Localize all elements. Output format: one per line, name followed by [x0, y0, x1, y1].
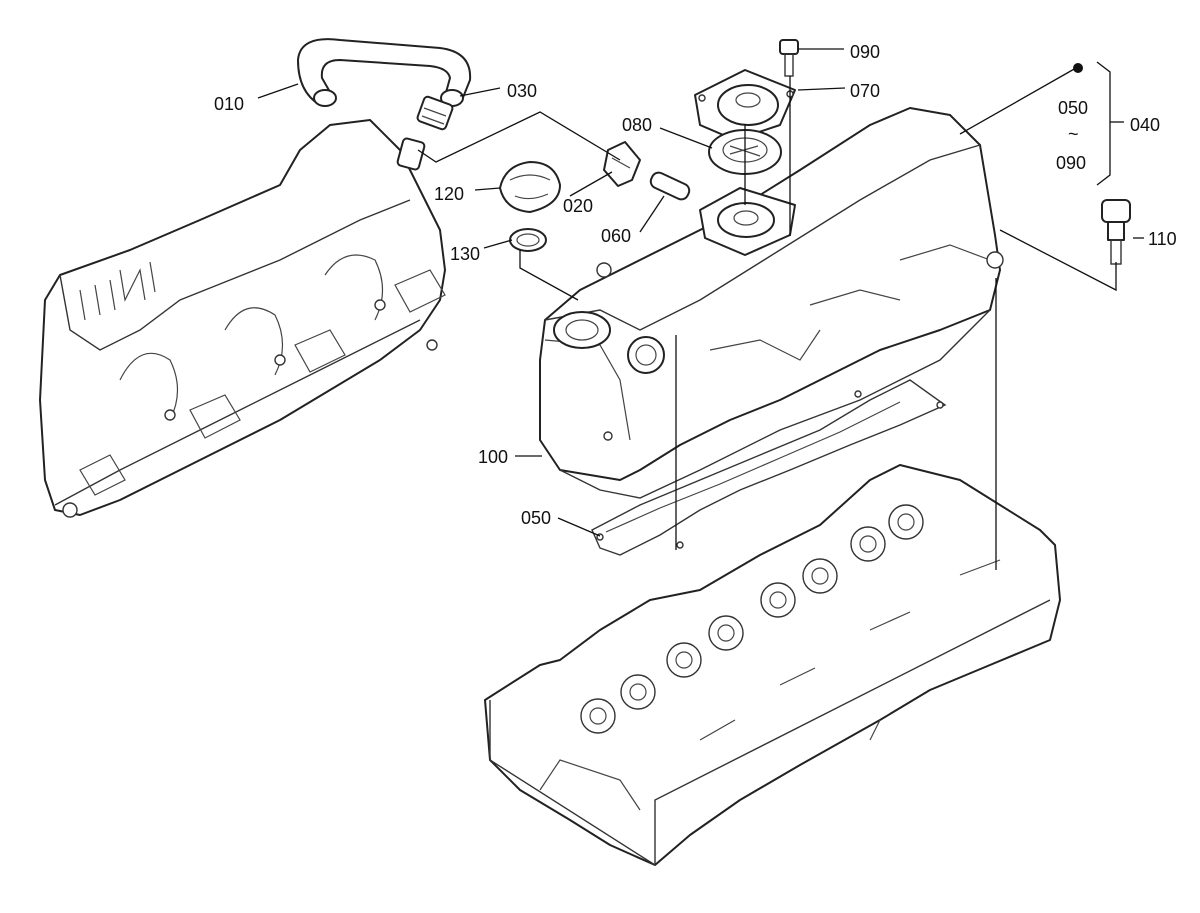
cylinder-head-cover: [539, 107, 1004, 499]
callout-090-bolt: 090: [850, 42, 880, 62]
cylinder-head-block: [484, 464, 1061, 866]
callout-080: 080: [622, 115, 652, 135]
callout-040: 040: [1130, 115, 1160, 135]
o-ring: [509, 228, 547, 252]
oil-filler-cap: [499, 161, 561, 213]
callout-010: 010: [214, 94, 244, 114]
hose-clamp: [416, 95, 454, 131]
callout-130: 130: [450, 244, 480, 264]
callout-labels: 010 020 030 040 050 050 060 070 080 090 …: [214, 42, 1177, 528]
bolt-top: [779, 39, 799, 77]
callout-110: 110: [1148, 229, 1177, 249]
cover-nut: [1101, 199, 1131, 265]
breather-cover-plate-upper: [694, 69, 796, 141]
callout-120: 120: [434, 184, 464, 204]
callout-030: 030: [507, 81, 537, 101]
callout-050-gasket: 050: [521, 508, 551, 528]
callout-050-range: 050: [1058, 98, 1088, 118]
callout-020: 020: [563, 196, 593, 216]
callout-070: 070: [850, 81, 880, 101]
breather-cover-plate-lower: [699, 187, 796, 256]
valve-seats: [580, 504, 924, 734]
manifold: [39, 119, 446, 518]
callout-100: 100: [478, 447, 508, 467]
range-symbol: ~: [1068, 124, 1079, 144]
callout-060: 060: [601, 226, 631, 246]
callout-dot: [1073, 63, 1083, 73]
cover-gasket: [591, 379, 947, 556]
callout-090-range: 090: [1056, 153, 1086, 173]
breather-hose: [297, 38, 472, 107]
assembly-lines: [417, 76, 1117, 570]
pipe: [649, 171, 691, 201]
callout-leaders: [257, 48, 1144, 537]
breather-valve: [603, 141, 641, 187]
breather-pipe: [396, 137, 426, 171]
